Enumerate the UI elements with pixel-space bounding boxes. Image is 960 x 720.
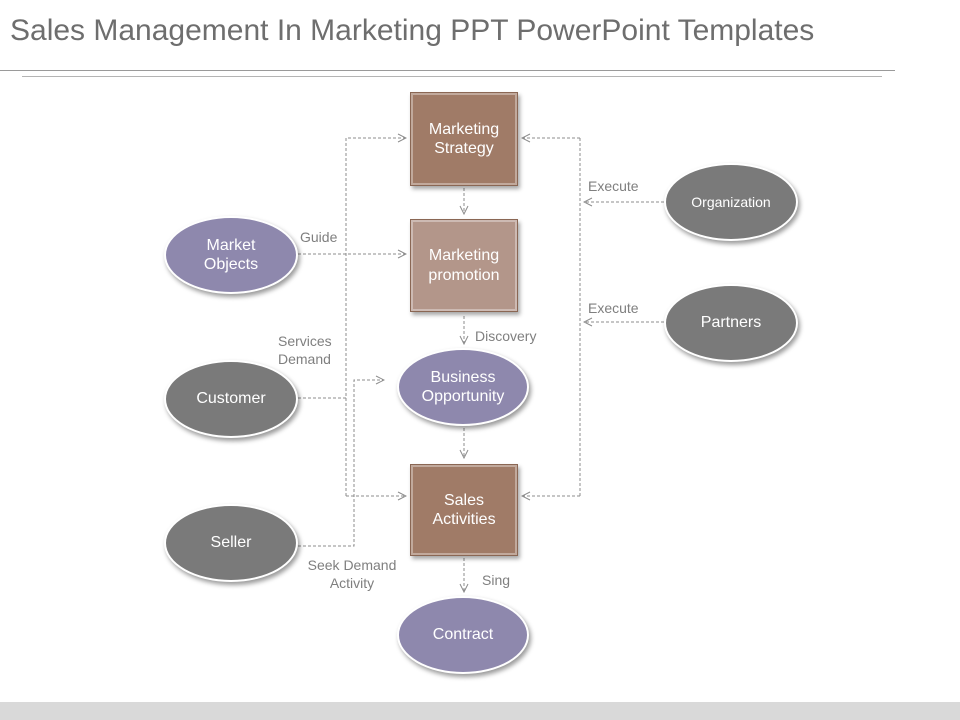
- node-partners: Partners: [664, 284, 798, 362]
- node-marketing-strategy: Marketing Strategy: [410, 92, 518, 186]
- node-sales-activities: Sales Activities: [410, 464, 518, 556]
- node-marketing-promotion: Marketing promotion: [410, 219, 518, 312]
- label-discovery: Discovery: [475, 328, 537, 344]
- label-services-demand: Services Demand: [278, 333, 332, 367]
- label-guide: Guide: [300, 229, 338, 245]
- label-execute-partners: Execute: [588, 300, 639, 316]
- connector-seller-opportunity: [298, 380, 384, 547]
- label-execute-organization: Execute: [588, 178, 639, 194]
- label-seek-demand-activity: Seek Demand Activity: [307, 557, 397, 591]
- node-market-objects: Market Objects: [164, 216, 298, 294]
- node-seller: Seller: [164, 504, 298, 582]
- node-contract: Contract: [397, 596, 529, 674]
- label-sing: Sing: [482, 572, 511, 588]
- footer-bar: [0, 702, 960, 720]
- node-organization: Organization: [664, 163, 798, 241]
- node-customer: Customer: [164, 360, 298, 438]
- title-divider: [0, 70, 895, 71]
- title-divider-secondary: [22, 76, 882, 77]
- page-title: Sales Management In Marketing PPT PowerP…: [10, 14, 815, 47]
- node-business-opportunity: Business Opportunity: [397, 348, 529, 426]
- connector-left-bus: [345, 138, 406, 496]
